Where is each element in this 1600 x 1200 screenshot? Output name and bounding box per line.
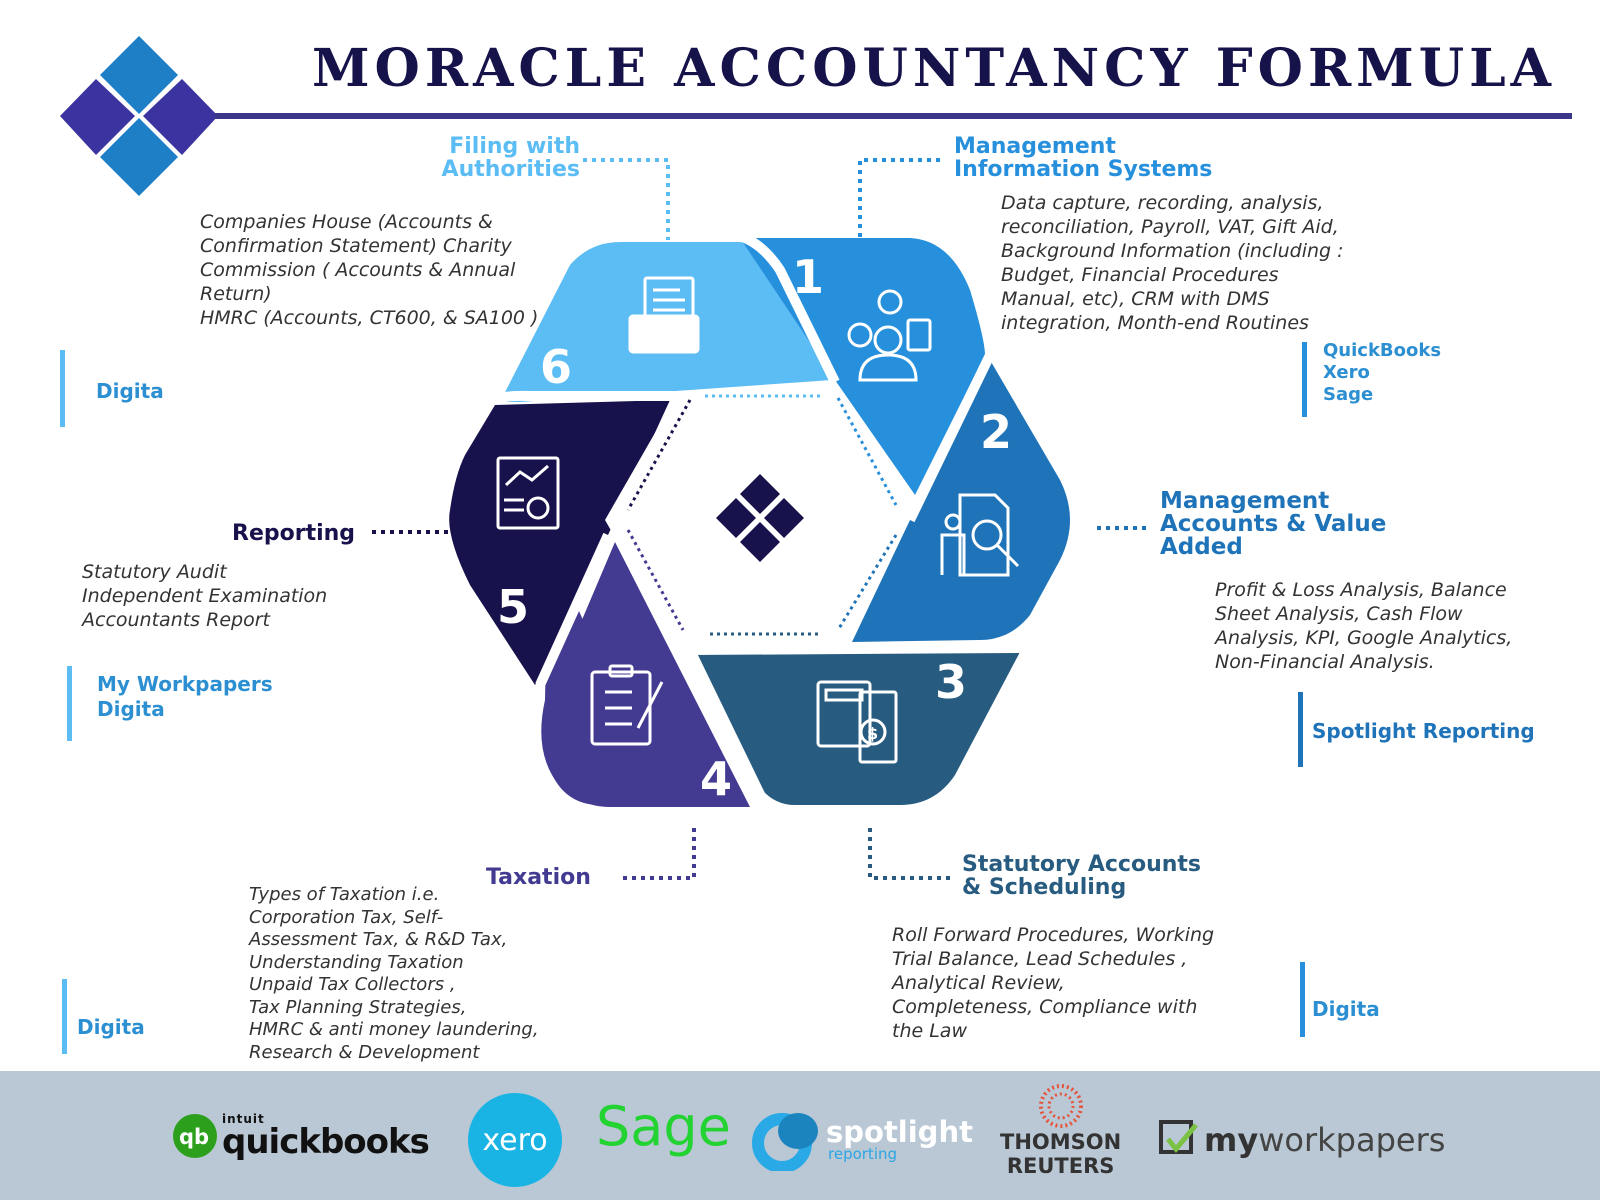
title-underline (215, 113, 1572, 119)
description-statutory-accounts: Roll Forward Procedures, Working Trial B… (892, 924, 1215, 1042)
center-diamond-icon (716, 474, 804, 562)
checkbox-check-icon (1159, 1120, 1198, 1154)
heading-filing-with-authorities: Filing with Authorities (441, 134, 580, 182)
heading-management-accounts: Management Accounts & Value Added (1160, 488, 1387, 560)
thomson-reuters-logo: THOMSON REUTERS (1000, 1083, 1121, 1177)
connector-lines (372, 158, 1150, 880)
heading-reporting: Reporting (232, 521, 356, 546)
segment-5 (449, 400, 670, 685)
tools-bar (62, 979, 67, 1054)
description-reporting: Statutory Audit Independent Examination … (82, 561, 328, 631)
svg-text:4: 4 (700, 752, 732, 806)
brand-diamond-logo-icon (60, 36, 218, 196)
tools-reporting: My Workpapers Digita (97, 672, 273, 721)
svg-text:$: $ (867, 724, 878, 743)
tools-bar (1302, 342, 1307, 417)
clipboard-checklist-pencil-icon (590, 664, 664, 746)
myworkpapers-logo: my workpapers (1158, 1119, 1445, 1161)
tools-bar (1298, 692, 1303, 767)
page-title: MORACLE ACCOUNTANCY FORMULA (312, 38, 1556, 99)
heading-taxation: Taxation (486, 865, 591, 890)
svg-text:2: 2 (980, 405, 1012, 459)
tools-bar (60, 350, 65, 427)
quickbooks-icon: qb (173, 1114, 217, 1158)
description-mis: Data capture, recording, analysis, recon… (1001, 192, 1344, 334)
tools-statutory-accounts: Digita (1312, 997, 1380, 1021)
segment-3 (695, 652, 1020, 805)
calculator-invoice-dollar-icon: $ (816, 680, 898, 764)
hexagon-cycle-diagram: 1 2 3 4 5 6 (449, 230, 1073, 818)
person-gear-clock-clipboard-icon (847, 289, 932, 382)
thomson-reuters-icon (1038, 1084, 1083, 1128)
tools-filing: Digita (96, 379, 164, 403)
heading-statutory-accounts: Statutory Accounts & Scheduling (962, 852, 1202, 900)
report-chart-icon (496, 456, 560, 530)
tools-taxation: Digita (77, 1015, 145, 1039)
tools-management-accounts: Spotlight Reporting (1312, 719, 1535, 743)
document-magnifier-person-icon (940, 493, 1020, 577)
heading-management-information-systems: Management Information Systems (954, 134, 1213, 182)
svg-text:6: 6 (540, 340, 572, 394)
xero-logo: xero (468, 1093, 562, 1187)
sage-logo: Sage (596, 1095, 731, 1158)
description-taxation: Types of Taxation i.e. Corporation Tax, … (249, 884, 539, 1063)
footer-logo-strip: qb intuit quickbooks xero Sage spotlight… (0, 1071, 1600, 1200)
spotlight-icon (752, 1113, 818, 1171)
folder-document-icon (628, 276, 700, 354)
svg-text:3: 3 (935, 655, 967, 709)
description-management-accounts: Profit & Loss Analysis, Balance Sheet An… (1215, 579, 1513, 673)
svg-text:5: 5 (497, 580, 529, 634)
svg-text:1: 1 (792, 250, 824, 304)
spotlight-logo: spotlight reporting (752, 1109, 973, 1171)
tools-mis: QuickBooks Xero Sage (1323, 340, 1442, 405)
quickbooks-logo: qb intuit quickbooks (172, 1113, 430, 1159)
svg-text:qb: qb (179, 1125, 209, 1149)
description-filing: Companies House (Accounts & Confirmation… (200, 211, 539, 329)
tools-bar (67, 666, 72, 741)
tools-bar (1300, 962, 1305, 1037)
